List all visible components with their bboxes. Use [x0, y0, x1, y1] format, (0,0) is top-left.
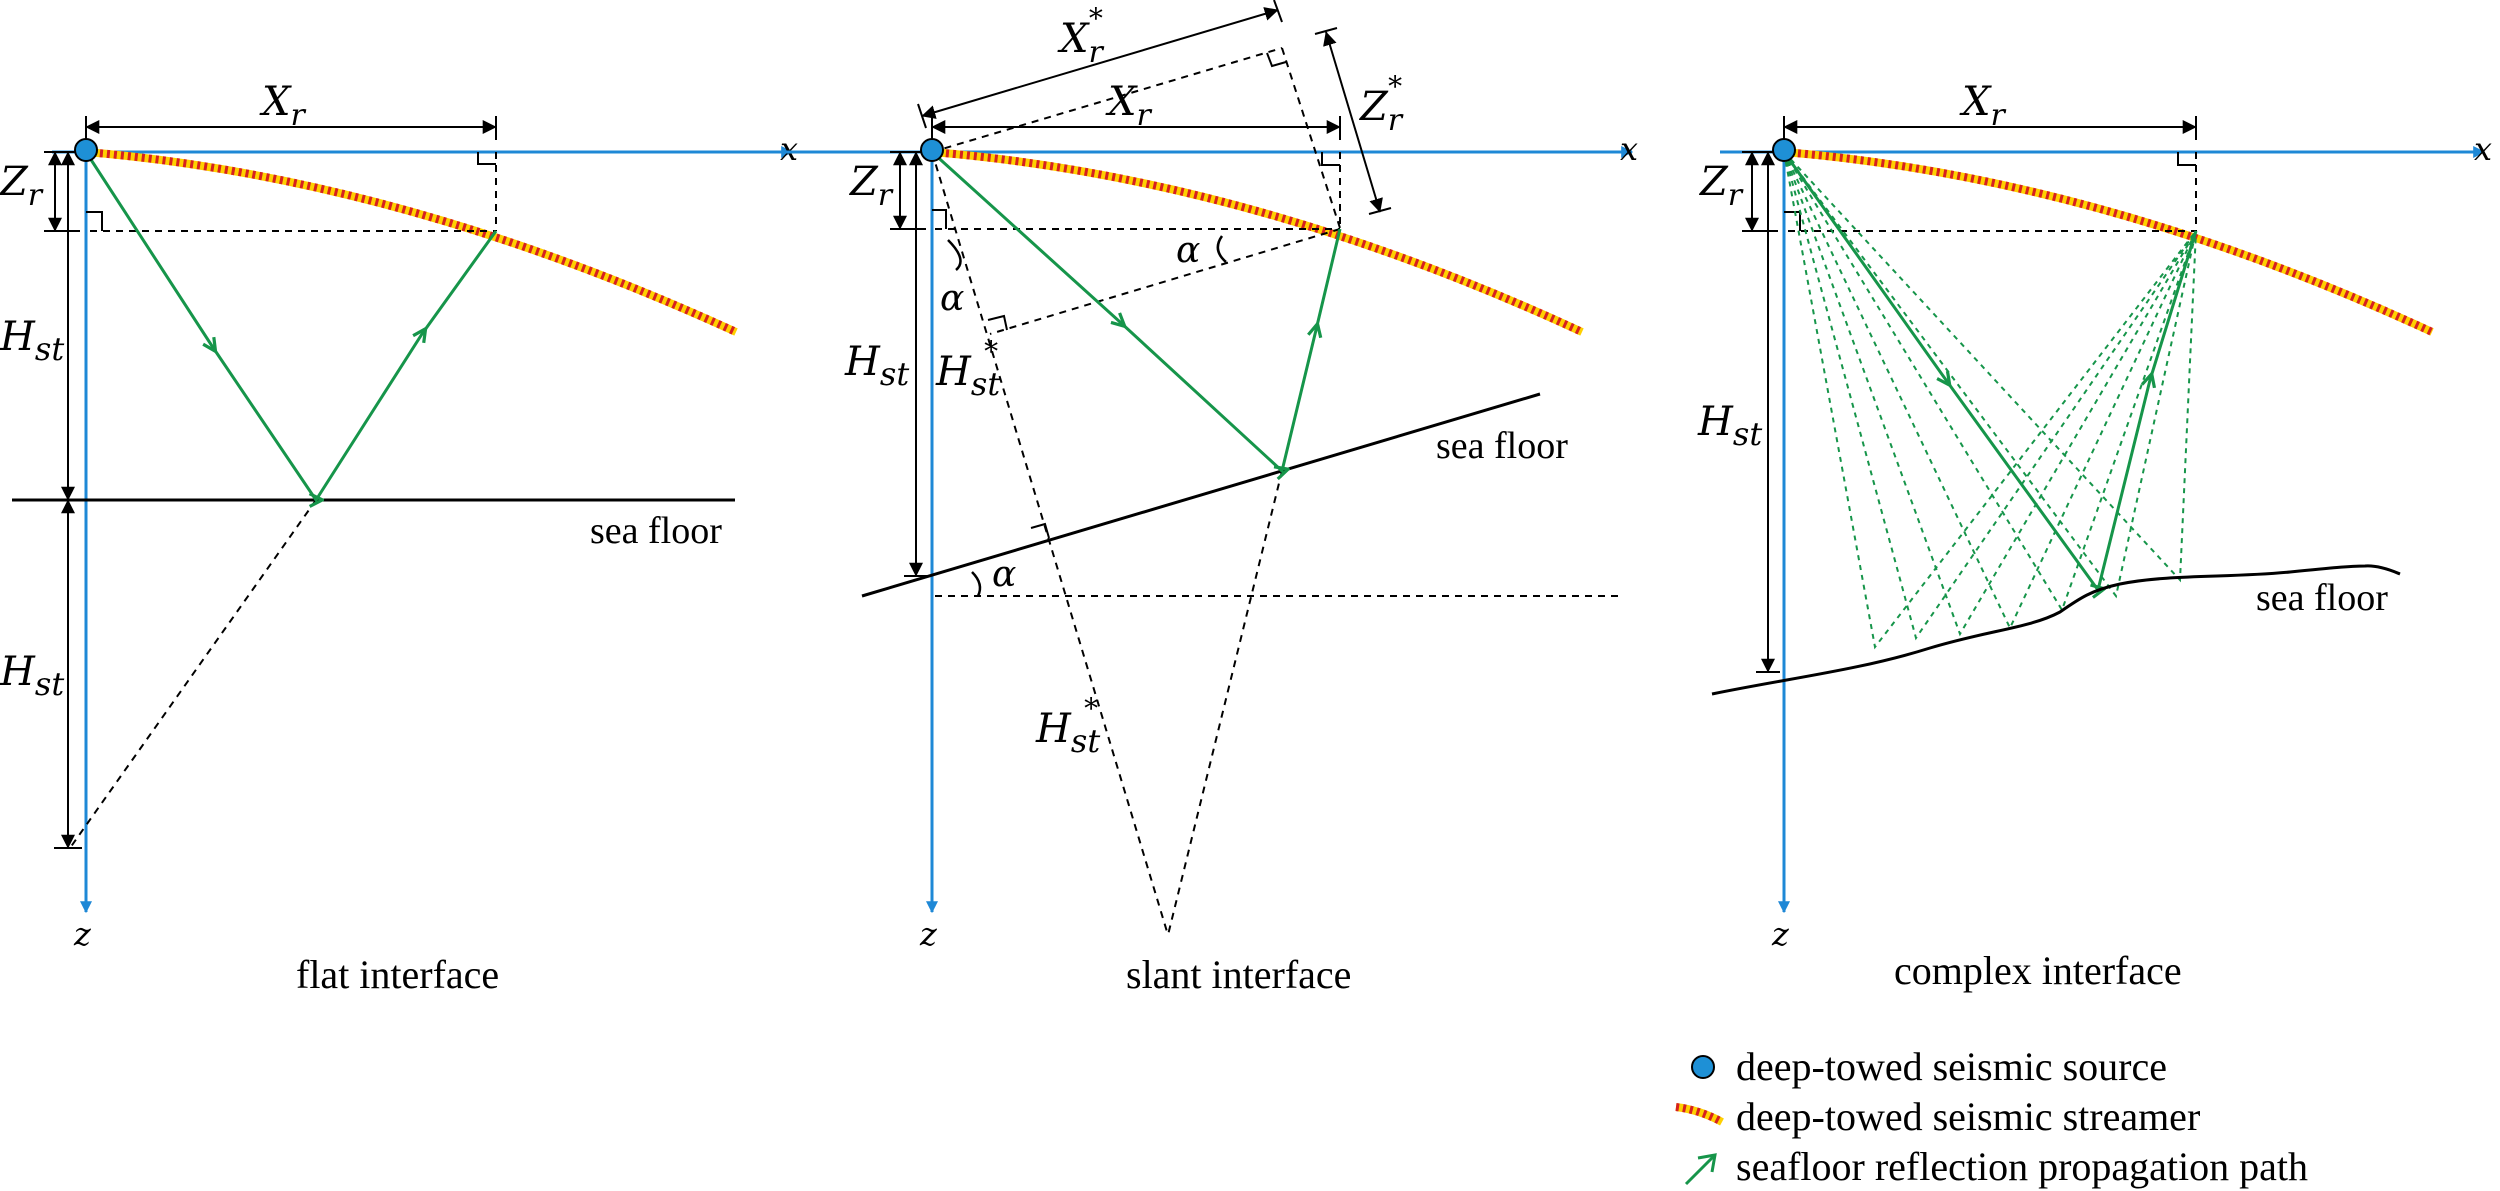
source-icon [1772, 138, 1796, 162]
alpha-arc [971, 571, 982, 597]
right-angle-mark [86, 211, 103, 231]
source-icon [74, 138, 98, 162]
legend-item-label: deep-towed seismic streamer [1736, 1094, 2200, 1139]
legend-item-label: seafloor reflection propagation path [1736, 1144, 2308, 1189]
source-icon [920, 138, 944, 162]
perp-to-seafloor-dashline [989, 228, 1341, 335]
panel-complex: x z sea floor Xr Zr [1697, 79, 2492, 993]
rotated-frame-dashline [931, 47, 1283, 153]
legend: deep-towed seismic source deep-towed sei… [1675, 1044, 2308, 1189]
xr-label: Xr [1959, 79, 2006, 133]
xr-star-dimension [921, 7, 1279, 119]
alpha-label: α [1176, 230, 1200, 271]
legend-item-streamer: deep-towed seismic streamer [1675, 1094, 2200, 1139]
caption-complex: complex interface [1894, 948, 2182, 993]
hst-label: Hst [1697, 399, 1762, 453]
zr-label: Zr [848, 159, 894, 213]
z-axis-label: z [1771, 915, 1790, 953]
xr-label: Xr [1105, 79, 1152, 133]
z-axis-label: z [73, 915, 92, 953]
scattered-ray-bundle [1783, 151, 2197, 650]
hst-label: Hst [844, 339, 909, 393]
x-axis-label: x [780, 130, 798, 168]
sea-floor-label: sea floor [590, 510, 722, 552]
reflection-ray [84, 151, 498, 500]
x-axis-label: x [2474, 130, 2492, 168]
legend-item-ray: seafloor reflection propagation path [1684, 1144, 2308, 1189]
alpha-arc [947, 239, 962, 271]
xr-star-label: Xr* [1057, 2, 1104, 70]
normal-dashline [931, 151, 1169, 936]
x-axis-label: x [1620, 130, 1638, 168]
legend-item-source: deep-towed seismic source [1691, 1044, 2167, 1089]
hst-star-label-lower: Hst* [1035, 692, 1100, 760]
source-icon [1691, 1055, 1715, 1079]
sea-floor-line [861, 392, 1541, 598]
caption-slant: slant interface [1126, 952, 1351, 997]
streamer [85, 148, 738, 336]
hst-label-lower: Hst [0, 649, 64, 703]
streamer [1783, 148, 2434, 336]
panel-flat: x z sea floor Xr Zr Hst Hst flat interfa… [0, 79, 798, 997]
zr-star-dimension [1323, 31, 1383, 213]
sea-floor-label: sea floor [2256, 577, 2388, 619]
sea-floor-label: sea floor [1436, 425, 1568, 467]
legend-item-label: deep-towed seismic source [1736, 1044, 2167, 1089]
sea-floor-line [1711, 564, 2401, 696]
hst-label-upper: Hst [0, 314, 64, 368]
hst-star-label-upper: Hst* [935, 335, 1000, 403]
xr-label: Xr [259, 79, 306, 133]
rotated-frame-dashline [1281, 47, 1341, 229]
ray-arrow-icon [1684, 1154, 1716, 1186]
z-axis-label: z [919, 915, 938, 953]
alpha-arc [1216, 235, 1227, 263]
right-angle-mark [477, 152, 496, 165]
zr-star-label: Zr* [1358, 70, 1404, 138]
caption-flat: flat interface [296, 952, 499, 997]
mirror-path-dashline [1167, 470, 1283, 936]
zr-label: Zr [1698, 159, 1744, 213]
alpha-label: α [992, 554, 1016, 595]
panel-slant: x z sea floor Xr [585, 0, 1638, 997]
reflection-ray [930, 150, 1342, 471]
zr-label: Zr [0, 159, 44, 213]
alpha-label: α [940, 278, 964, 319]
mirror-path-dashline [69, 499, 317, 849]
